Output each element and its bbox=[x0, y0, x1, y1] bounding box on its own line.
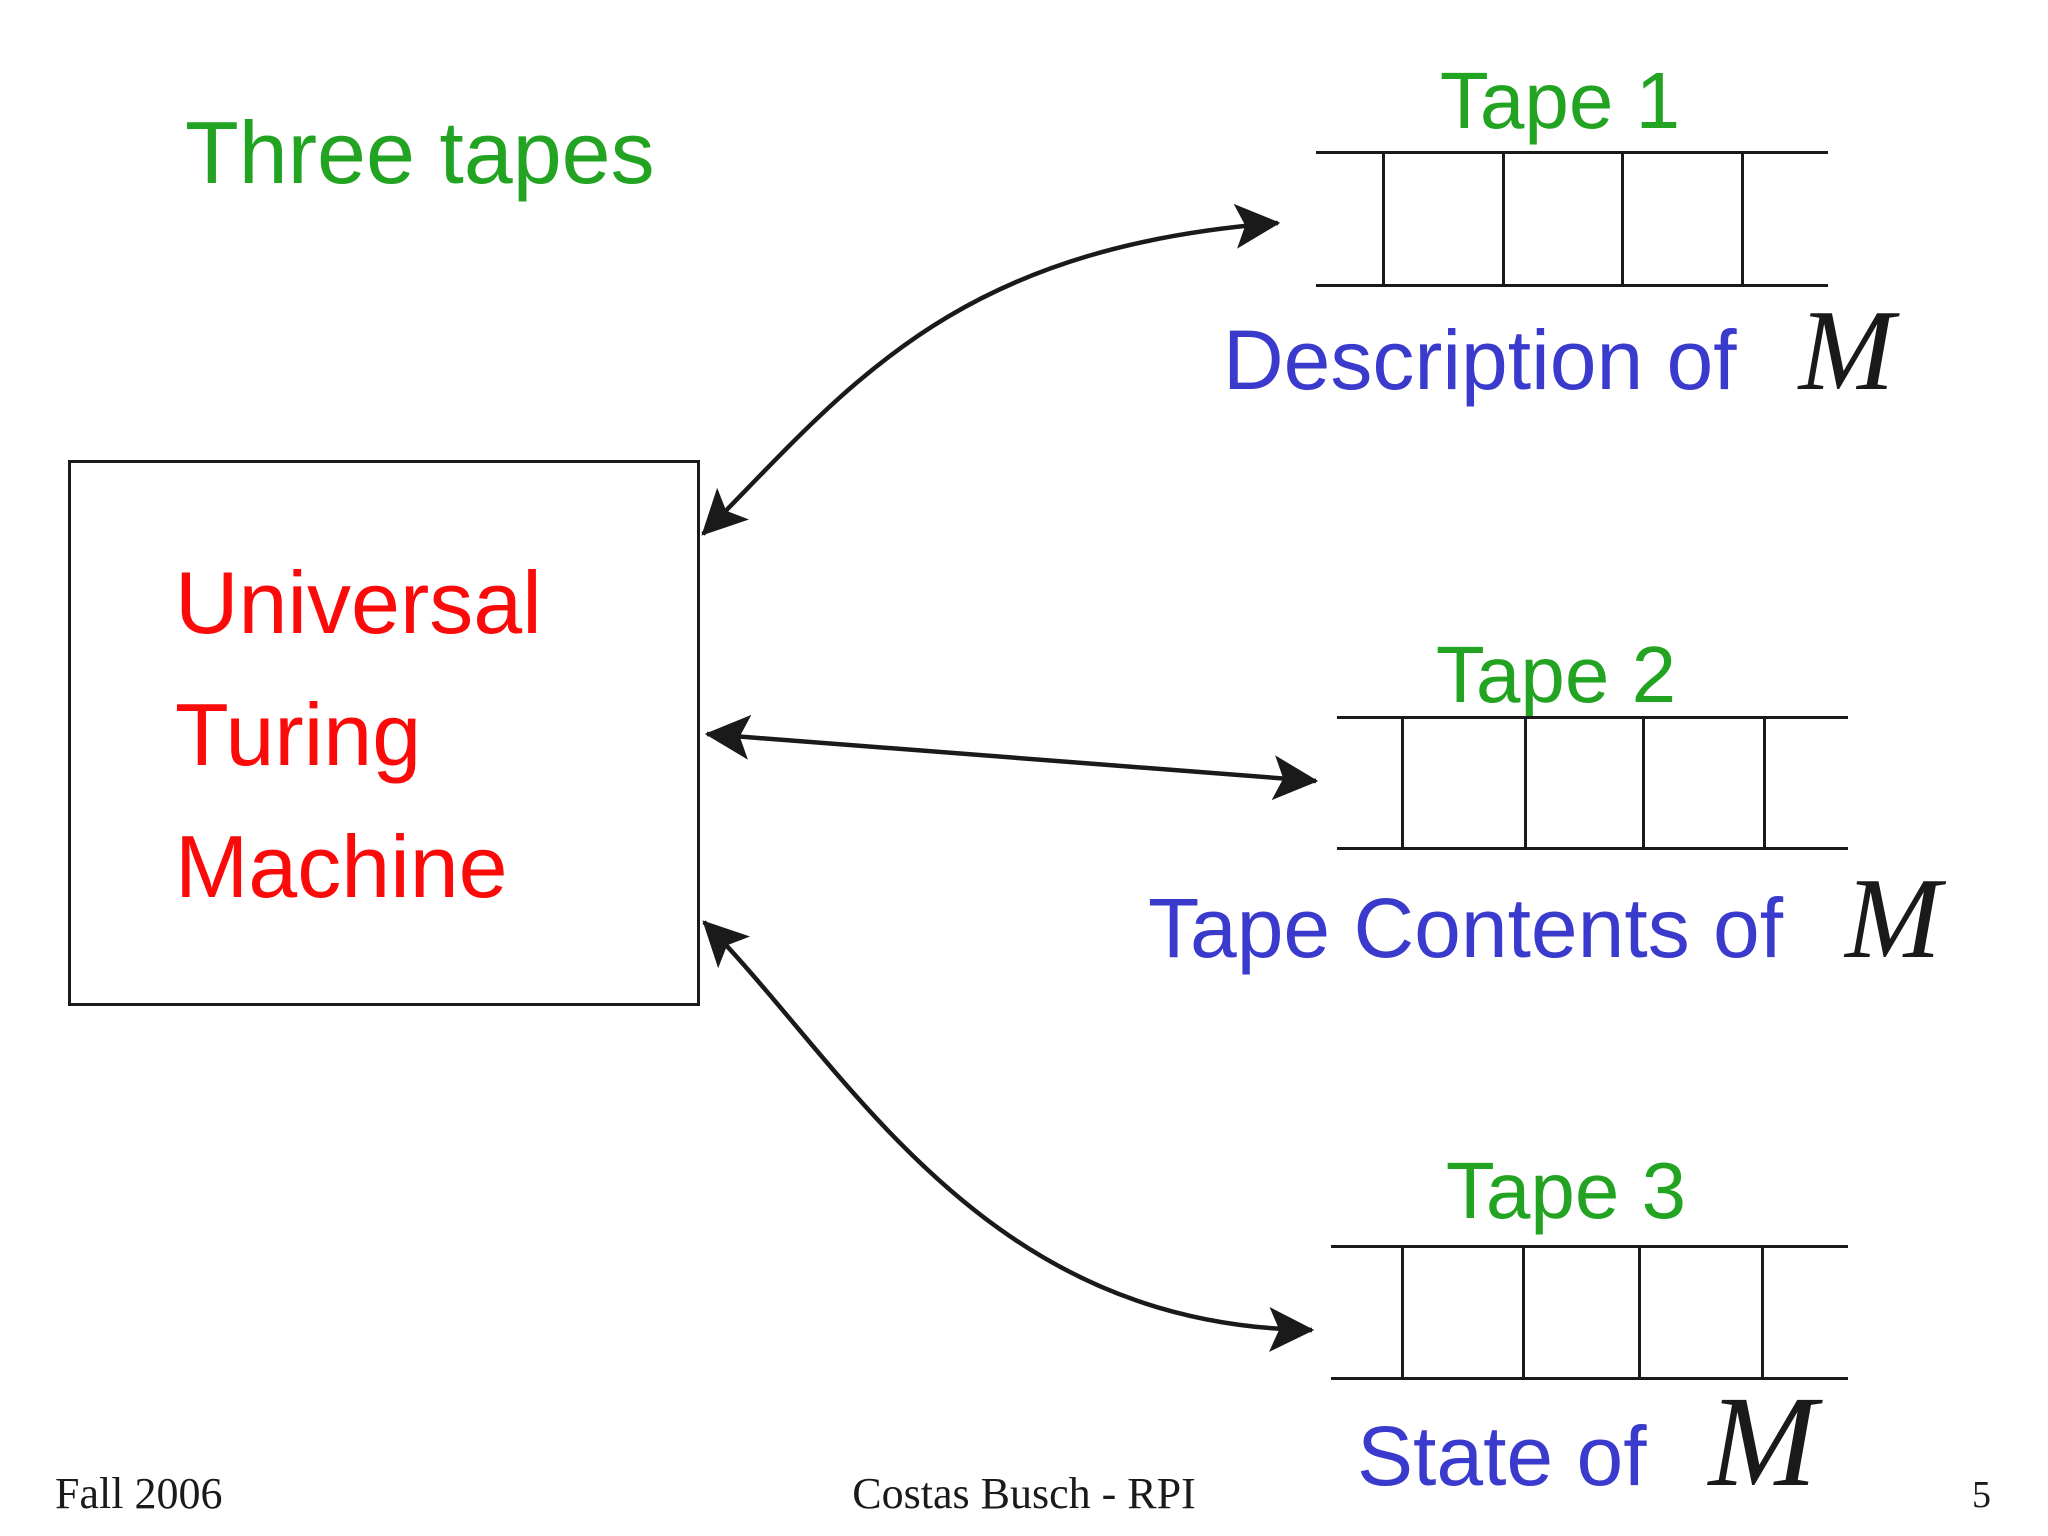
tape1-caption-text: Description of bbox=[1223, 313, 1737, 407]
tape1-divider bbox=[1382, 154, 1385, 284]
tape1-label: Tape 1 bbox=[1439, 56, 1681, 145]
tape3-divider bbox=[1761, 1248, 1764, 1377]
slide-title: Three tapes bbox=[185, 103, 655, 202]
tape2-cells bbox=[1337, 716, 1848, 850]
tape3-cells bbox=[1331, 1245, 1848, 1380]
utm-label-line3: Machine bbox=[175, 817, 508, 916]
arrow-box-to-tape3 bbox=[702, 920, 1315, 1352]
tape2-label: Tape 2 bbox=[1435, 630, 1677, 719]
tape3-caption-text: State of bbox=[1357, 1409, 1647, 1503]
tape3-divider bbox=[1401, 1248, 1404, 1377]
tape3-divider bbox=[1522, 1248, 1525, 1377]
tape2-divider bbox=[1401, 719, 1404, 847]
footer-author: Costas Busch - RPI bbox=[852, 1469, 1196, 1518]
tape1-divider bbox=[1621, 154, 1624, 284]
arrow-box-to-tape1 bbox=[701, 203, 1281, 536]
utm-label-line1: Universal bbox=[175, 553, 542, 652]
tape2-divider bbox=[1763, 719, 1766, 847]
tape2-divider bbox=[1524, 719, 1527, 847]
universal-turing-machine-box: Universal Turing Machine bbox=[68, 460, 700, 1006]
tape3-machine-symbol: M bbox=[1708, 1370, 1817, 1514]
tape2-machine-symbol: M bbox=[1845, 855, 1941, 982]
page-number: 5 bbox=[1972, 1474, 1991, 1516]
tape3-divider bbox=[1638, 1248, 1641, 1377]
utm-label: Universal Turing Machine bbox=[71, 463, 697, 933]
tape2-caption-text: Tape Contents of bbox=[1148, 881, 1784, 975]
tape1-divider bbox=[1741, 154, 1744, 284]
tape1-cells bbox=[1316, 151, 1828, 287]
tape3-label: Tape 3 bbox=[1445, 1146, 1687, 1235]
tape2-divider bbox=[1642, 719, 1645, 847]
arrow-box-to-tape2 bbox=[704, 714, 1319, 801]
utm-label-line2: Turing bbox=[175, 685, 422, 784]
tape1-divider bbox=[1502, 154, 1505, 284]
tape1-machine-symbol: M bbox=[1798, 287, 1895, 414]
footer-semester: Fall 2006 bbox=[55, 1469, 223, 1518]
